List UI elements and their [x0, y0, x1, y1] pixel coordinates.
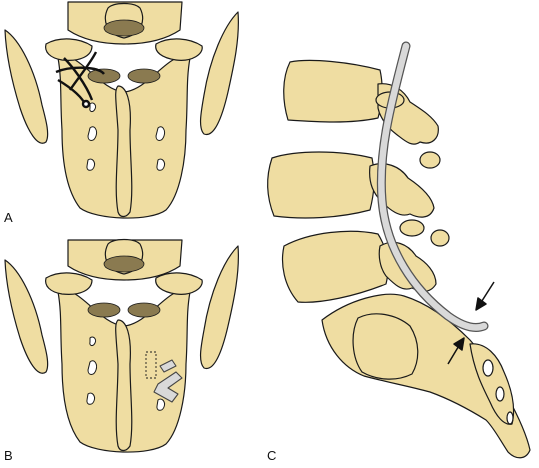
panel-b-left-ilium	[4, 259, 49, 374]
panel-a-foramen-center	[89, 102, 96, 112]
panel-b-foramen-center	[89, 336, 96, 346]
panel-a-right-ilium	[199, 11, 239, 136]
panel-a-foramen-r1	[155, 126, 165, 141]
panel-b-facet-upper	[103, 255, 145, 273]
panel-c-facet-4	[430, 229, 450, 247]
panel-a-left-ilium	[4, 29, 49, 144]
panel-b-facet-right	[127, 302, 161, 318]
panel-a-foramen-l2	[86, 158, 95, 171]
panel-b-foramen-l2	[86, 392, 95, 405]
panel-c-arrow-upper	[475, 281, 495, 311]
panel-a-facet-upper	[103, 19, 145, 37]
panel-a-sacral-crest	[115, 85, 133, 218]
panel-a-wire-loop	[55, 51, 105, 109]
panel-c-sacral-foramen-3	[506, 411, 514, 425]
panel-a-right-transverse	[155, 38, 203, 61]
panel-b-left-transverse	[45, 272, 93, 295]
panel-c-arrow-lower	[447, 337, 465, 365]
panel-b-sacral-crest	[115, 319, 133, 452]
panel-b-foramen-r2	[156, 398, 165, 411]
panel-c-sacral-promontory	[352, 313, 419, 380]
panel-a-facet-left	[87, 68, 121, 84]
panel-c-vertebra-upper	[283, 59, 383, 123]
panel-a-facet-right	[127, 68, 161, 84]
panel-a-foramen-r2	[156, 158, 165, 171]
panel-c-lateral-spine	[267, 41, 531, 459]
panel-a-foramen-l1	[87, 126, 97, 141]
panel-b-right-transverse	[155, 272, 203, 295]
panel-a-sacrum-wire	[4, 1, 239, 219]
panel-c-sacral-crest	[469, 343, 515, 425]
panel-b-right-ilium	[199, 245, 239, 370]
panel-c-facet-3	[399, 219, 425, 237]
panel-a-left-transverse	[45, 38, 93, 61]
panel-b-sacrum-hook	[4, 238, 239, 453]
panel-label-a: A	[4, 210, 13, 225]
panel-c-rod-highlight	[378, 42, 488, 331]
panel-label-c: C	[267, 448, 277, 463]
panel-c-vertebra-middle	[267, 151, 375, 219]
panel-c-sacral-foramen-1	[482, 359, 494, 377]
panel-b-facet-left	[87, 302, 121, 318]
panel-c-sacral-foramen-2	[495, 386, 505, 402]
panel-b-hook-implant	[145, 351, 183, 403]
panel-c-facet-2	[419, 151, 441, 169]
panel-b-foramen-l1	[87, 360, 97, 375]
panel-c-vertebra-lower	[281, 230, 389, 303]
panel-label-b: B	[4, 448, 13, 463]
